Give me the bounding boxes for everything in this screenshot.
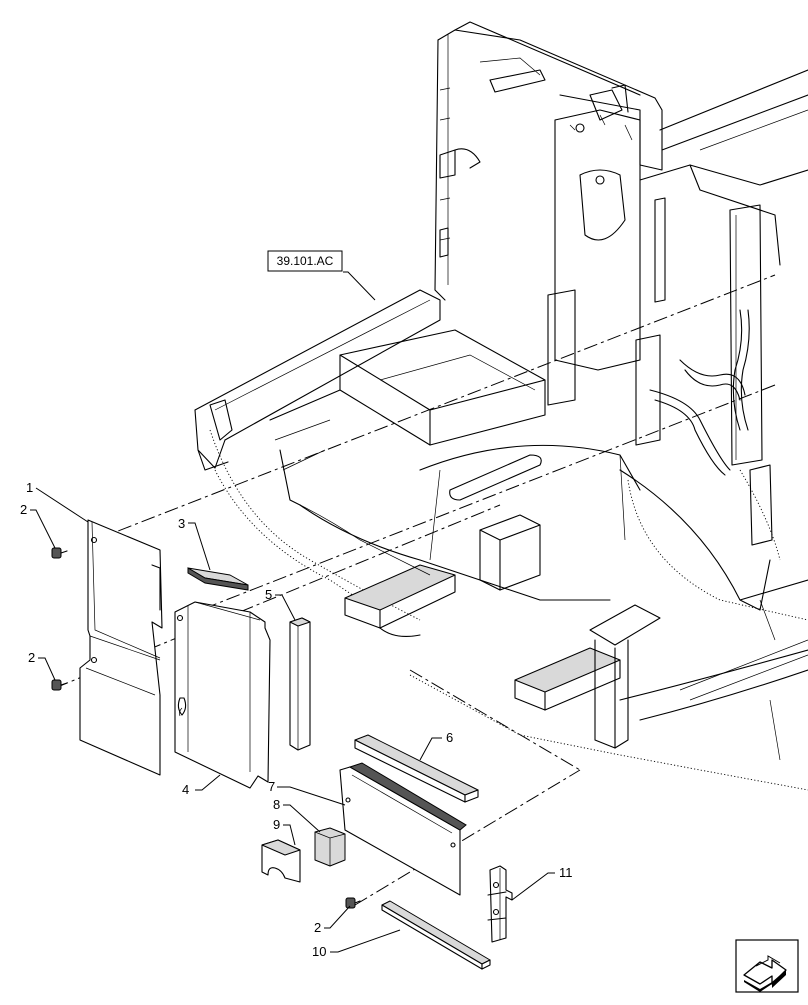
part-11-bracket	[487, 865, 513, 943]
callout-1: 1	[26, 480, 33, 495]
callout-2-upper: 2	[20, 502, 27, 517]
reference-label-text: 39.101.AC	[277, 254, 334, 268]
callout-11: 11	[559, 865, 573, 880]
callout-6: 6	[446, 730, 453, 745]
callout-9: 9	[273, 817, 280, 832]
reference-label-box[interactable]: 39.101.AC	[267, 250, 343, 272]
next-page-arrow-icon[interactable]	[735, 939, 799, 993]
callout-4: 4	[182, 782, 189, 797]
callout-5: 5	[265, 587, 272, 602]
part-7-angled-plate	[339, 762, 467, 896]
part-9-notched-spacer	[261, 839, 301, 883]
frame-assembly	[194, 21, 808, 791]
part-3-wedge-pad	[187, 567, 249, 591]
callout-2-middle: 2	[28, 650, 35, 665]
part-1-shield-plate	[79, 519, 163, 776]
part-8-small-pad	[314, 827, 346, 867]
part-5-vertical-block	[289, 617, 311, 751]
part-6-long-strip	[354, 734, 479, 803]
callout-labels: 1 2 2 3 4 5 6 7 8 9 2 10 11	[20, 480, 573, 959]
part-2-bolt-middle	[51, 679, 68, 691]
leader-lines	[30, 271, 555, 953]
part-10-long-bar	[381, 900, 491, 970]
callout-2-lower: 2	[314, 920, 321, 935]
callout-8: 8	[273, 797, 280, 812]
part-2-bolt-lower	[345, 897, 361, 909]
callout-7: 7	[268, 779, 275, 794]
part-2-bolt-upper	[51, 547, 68, 559]
part-4-main-shield	[174, 601, 271, 789]
callout-10: 10	[312, 944, 326, 959]
callout-3: 3	[178, 516, 185, 531]
